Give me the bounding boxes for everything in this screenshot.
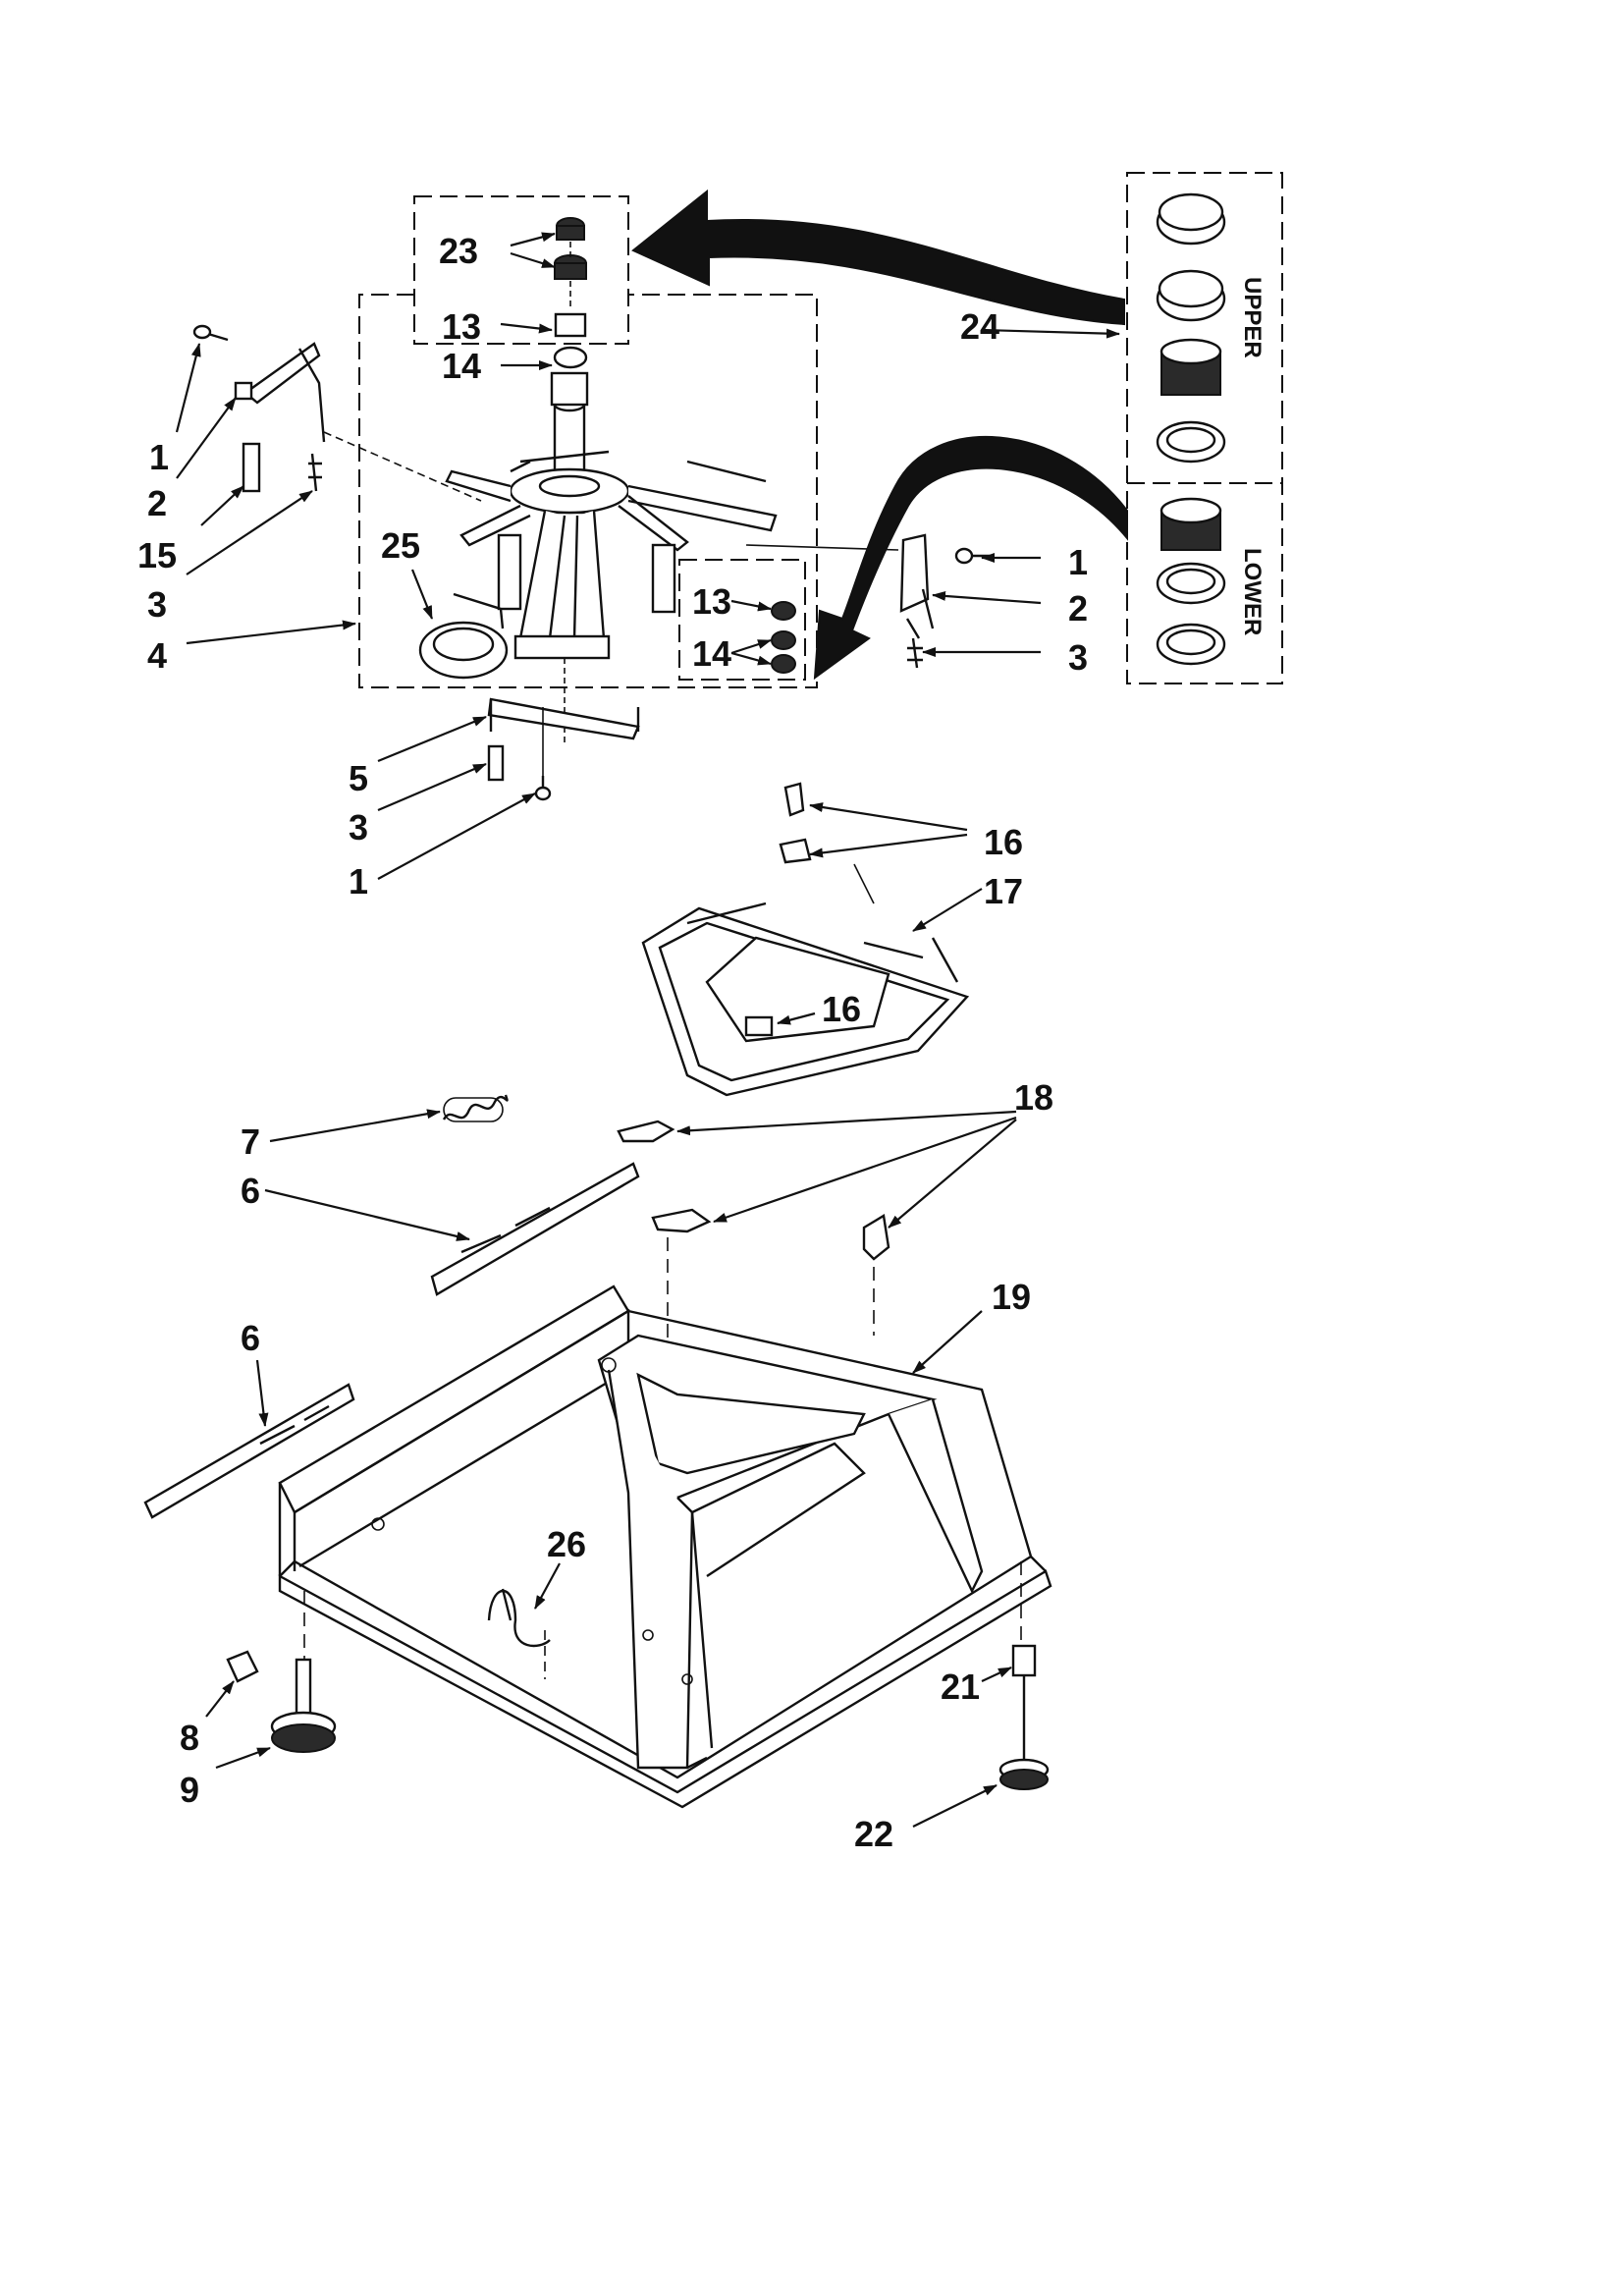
label-13-upper: 13: [442, 306, 481, 347]
base-frame: [278, 1285, 1052, 1809]
bracket-6-lower: [143, 1383, 355, 1519]
label-6-lower: 6: [241, 1318, 260, 1358]
bracket-6-upper: [430, 1162, 640, 1296]
base-plate: [278, 1569, 1052, 1809]
label-1-right: 1: [1068, 542, 1088, 582]
leveling-leg-right: [998, 1644, 1050, 1790]
frame-clip-mid: [779, 838, 812, 864]
label-15: 15: [137, 535, 177, 575]
left-suspension-bracket: [192, 324, 482, 502]
lower-bearing-box: [678, 559, 806, 681]
tripod-leg-left: [607, 1369, 694, 1770]
glide-18-c: [862, 1214, 890, 1261]
base-assembly-box: [358, 294, 818, 688]
label-lower: LOWER: [1239, 548, 1266, 635]
label-14-lower: 14: [692, 633, 731, 674]
tripod-leg-right: [887, 1398, 984, 1594]
leader-arrows: [175, 232, 1120, 1828]
bearing-kit-frame: [1126, 172, 1283, 684]
label-18: 18: [1014, 1077, 1053, 1118]
label-1-lower: 1: [349, 861, 368, 902]
label-2-left: 2: [147, 483, 167, 523]
bearing-kit-box: [413, 195, 629, 345]
label-7: 7: [241, 1121, 260, 1162]
label-9: 9: [180, 1770, 199, 1810]
tub-support-frame: [641, 782, 970, 1097]
label-2-right: 2: [1068, 588, 1088, 629]
label-6-upper: 6: [241, 1171, 260, 1211]
hub-legs: [518, 510, 606, 640]
label-22: 22: [854, 1814, 893, 1854]
spider-arms: [445, 460, 778, 552]
label-24: 24: [960, 306, 999, 347]
label-19: 19: [992, 1277, 1031, 1317]
label-16-mid: 16: [822, 989, 861, 1029]
part-labels: 23 13 14 1 2 15 3 4 25 24 13 14 1 2 3 5 …: [137, 231, 1266, 1854]
label-3-lower: 3: [349, 807, 368, 847]
glide-18-a: [617, 1120, 675, 1143]
upper-bearing-stack: [553, 217, 588, 369]
label-3-right: 3: [1068, 637, 1088, 678]
suspension-assembly: [192, 172, 1283, 801]
label-5: 5: [349, 758, 368, 798]
label-upper: UPPER: [1239, 277, 1266, 358]
lower-bearings: [771, 601, 796, 674]
hook-26: [487, 1590, 551, 1648]
label-21: 21: [941, 1667, 980, 1707]
leveling-leg-left: [226, 1650, 337, 1753]
label-25: 25: [381, 525, 420, 566]
plug-8: [226, 1650, 259, 1683]
lower-kit-arrow: [813, 436, 1128, 681]
glide-18-b: [651, 1208, 712, 1233]
bearing-kit: [1126, 172, 1283, 684]
label-4: 4: [147, 635, 167, 676]
frame-clip-top: [783, 782, 805, 817]
label-3-left: 3: [147, 584, 167, 625]
label-8: 8: [180, 1718, 199, 1758]
sleeve-21: [1011, 1644, 1037, 1677]
lower-suspension-bracket: [487, 697, 640, 801]
label-26: 26: [547, 1524, 586, 1564]
label-17: 17: [984, 871, 1023, 911]
label-23: 23: [439, 231, 478, 271]
label-13-lower: 13: [692, 581, 731, 622]
label-14-upper: 14: [442, 346, 481, 386]
spring-7: [442, 1094, 509, 1121]
label-1-left: 1: [149, 437, 169, 477]
upper-kit-arrow: [631, 189, 1125, 326]
retaining-ring: [418, 592, 509, 680]
label-16-top: 16: [984, 822, 1023, 862]
